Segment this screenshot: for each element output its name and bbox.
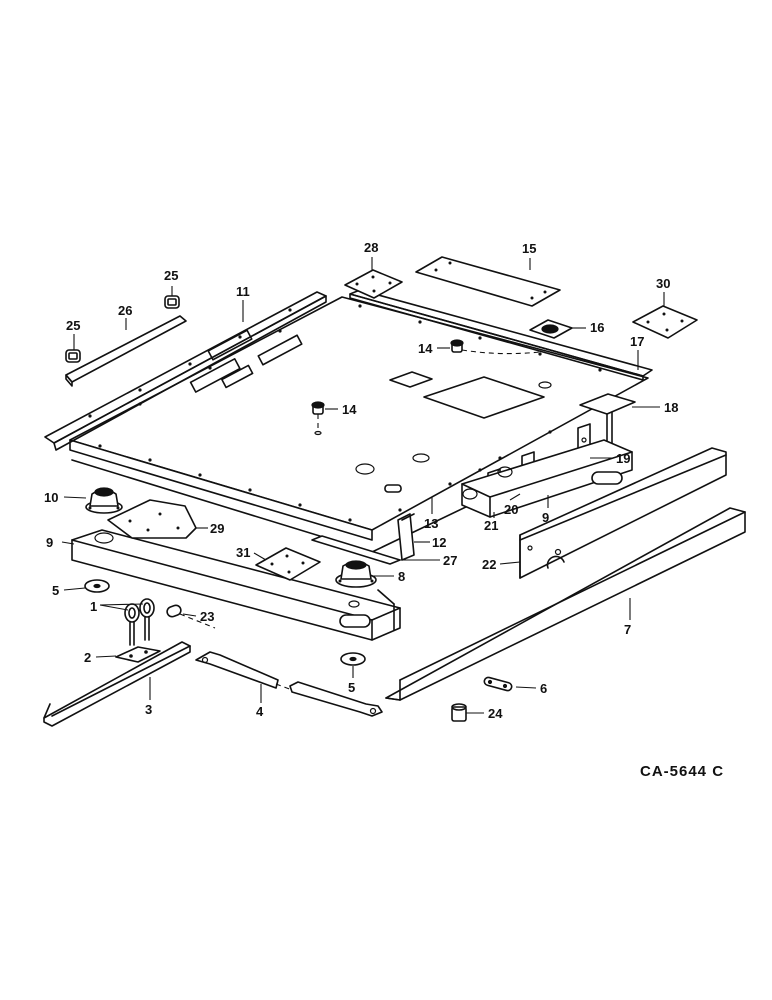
mount-10 <box>85 487 123 514</box>
pad-30 <box>632 305 698 339</box>
edge-strip-17 <box>349 289 653 381</box>
washer-5-right <box>340 652 366 666</box>
angle-bar-3 <box>43 641 191 727</box>
callout-28: 28 <box>364 240 378 255</box>
side-strip-11 <box>44 291 327 451</box>
callout-10: 10 <box>44 490 58 505</box>
callout-27: 27 <box>443 553 457 568</box>
plate-31 <box>255 547 321 581</box>
callout-31: 31 <box>236 545 250 560</box>
callout-1: 1 <box>90 599 97 614</box>
callout-9-right: 9 <box>542 510 549 525</box>
floor-plate <box>69 296 649 541</box>
callout-14-lower: 14 <box>342 402 357 417</box>
mount-8 <box>335 560 377 588</box>
callout-16: 16 <box>590 320 604 335</box>
strip-26 <box>65 315 187 387</box>
eye-bolts-1 <box>124 598 155 646</box>
pad-25-right <box>164 295 180 309</box>
callout-26: 26 <box>118 303 132 318</box>
callout-18: 18 <box>664 400 678 415</box>
drawing-code: CA-5644 C <box>640 763 724 780</box>
callout-21: 21 <box>484 518 498 533</box>
callout-25-upper: 25 <box>164 268 178 283</box>
callout-11: 11 <box>236 284 250 299</box>
callout-5-left: 5 <box>52 583 59 598</box>
plug-14-upper <box>450 339 541 355</box>
callout-20: 20 <box>504 502 518 517</box>
callout-25-lower: 25 <box>66 318 80 333</box>
pad-25-left <box>65 349 81 363</box>
tie-rod-4 <box>195 651 383 717</box>
side-rail-22 <box>519 447 727 579</box>
callout-12: 12 <box>432 535 446 550</box>
callout-2: 2 <box>84 650 91 665</box>
channel-7 <box>385 507 746 701</box>
callout-13: 13 <box>424 516 438 531</box>
cover-plate-15 <box>415 256 561 307</box>
grommet-16 <box>529 319 573 339</box>
callout-19: 19 <box>616 451 630 466</box>
plate-2 <box>115 646 161 663</box>
callout-8: 8 <box>398 569 405 584</box>
callout-15: 15 <box>522 241 536 256</box>
strip-27 <box>311 535 401 565</box>
callout-29: 29 <box>210 521 224 536</box>
washer-5-left <box>84 579 110 593</box>
callout-23: 23 <box>200 609 214 624</box>
callout-5-right: 5 <box>348 680 355 695</box>
bracket-12 <box>397 513 415 561</box>
plug-14-lower <box>311 401 325 436</box>
bracket-18 <box>579 393 636 445</box>
pad-28 <box>344 269 403 299</box>
callout-9-left: 9 <box>46 535 53 550</box>
callout-14-upper: 14 <box>418 341 433 356</box>
callout-labels: 28 15 30 25 11 26 25 16 17 14 14 18 19 2… <box>44 240 678 721</box>
callout-6: 6 <box>540 681 547 696</box>
callout-22: 22 <box>482 557 496 572</box>
crossmember-9-left <box>71 529 401 641</box>
clip-6 <box>483 676 513 692</box>
callout-30: 30 <box>656 276 670 291</box>
callout-3: 3 <box>145 702 152 717</box>
callout-24: 24 <box>488 706 503 721</box>
plug-24 <box>451 703 467 722</box>
leader-lines <box>61 257 665 714</box>
callout-7: 7 <box>624 622 631 637</box>
callout-17: 17 <box>630 334 644 349</box>
bushing-23 <box>166 604 216 629</box>
callout-4: 4 <box>256 704 264 719</box>
crossmember-9-right <box>461 439 633 518</box>
